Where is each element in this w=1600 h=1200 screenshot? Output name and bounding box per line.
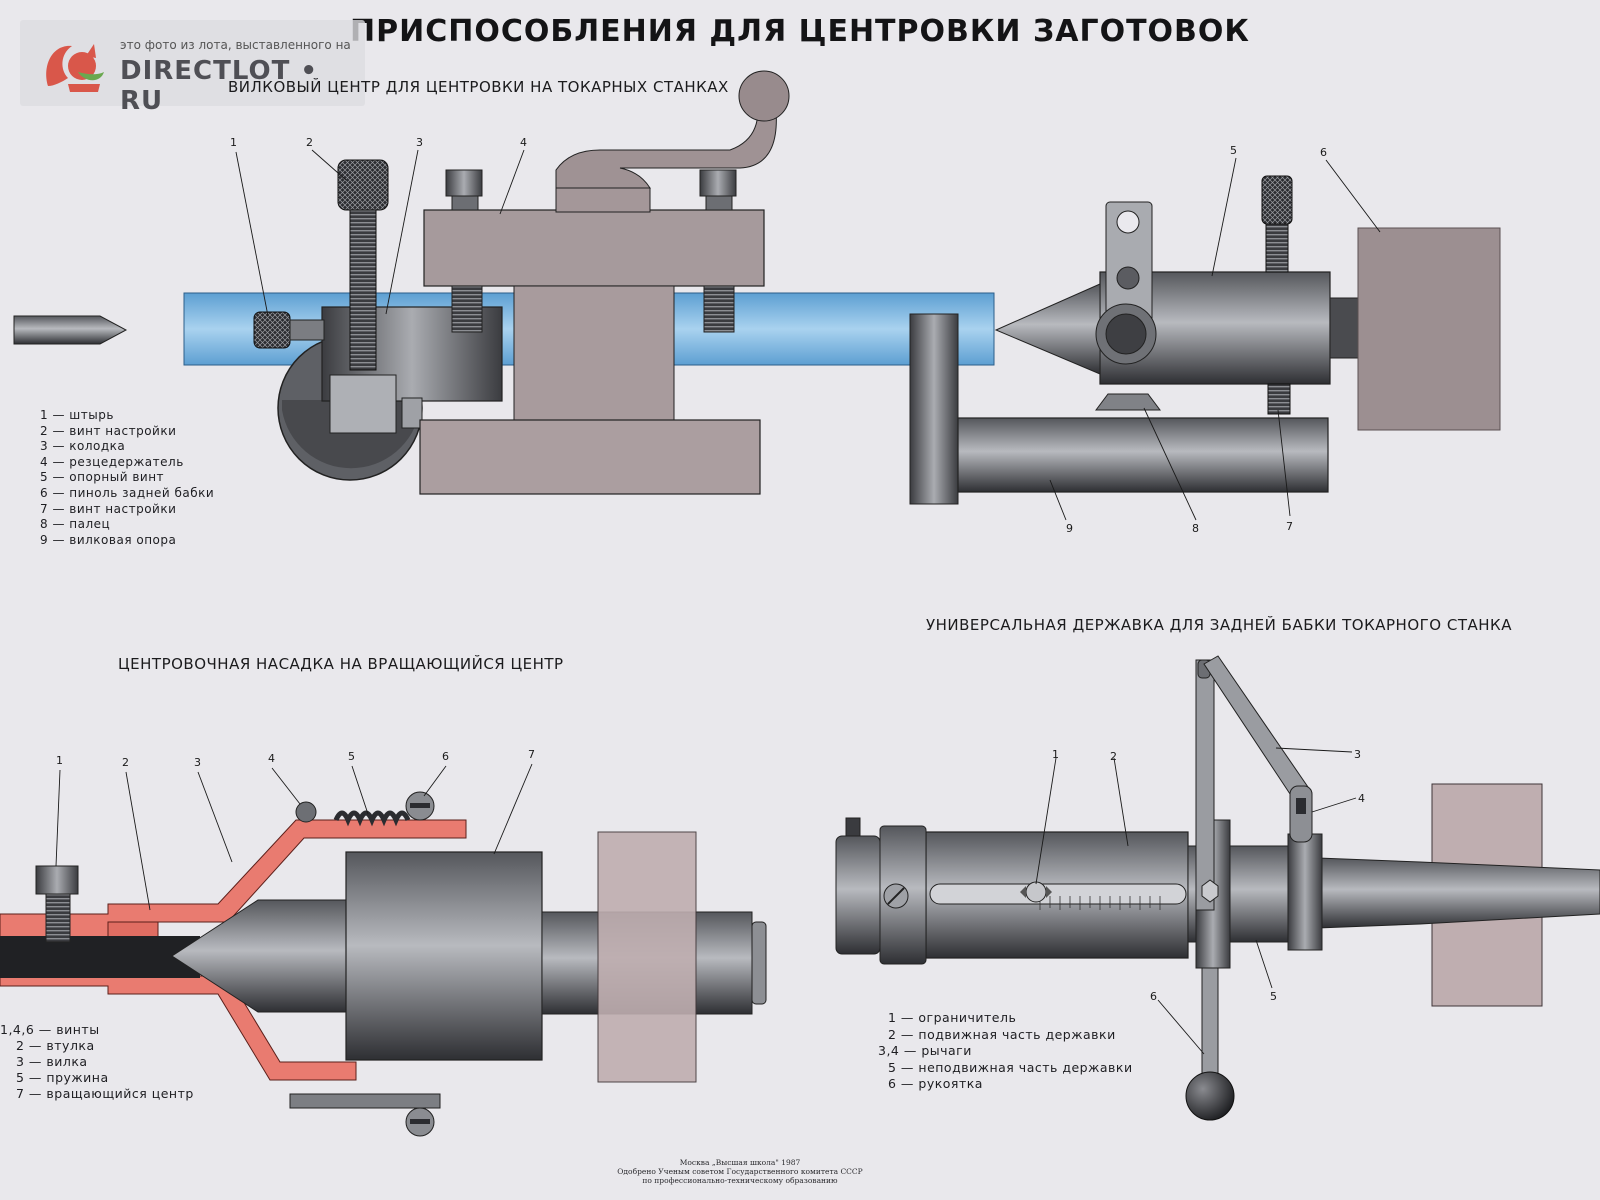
callout-number: 3 — [1354, 748, 1361, 761]
legend-item: 6 — пиноль задней бабки — [40, 485, 215, 500]
callout-number: 4 — [268, 752, 275, 765]
legend-item: 8 — палец — [40, 517, 111, 532]
callout-number: 6 — [1150, 990, 1157, 1003]
legend-item: 1 — ограничитель — [888, 1010, 1017, 1025]
callout-number: 7 — [1286, 520, 1293, 533]
legend-item: 1,4,6 — винты — [0, 1022, 100, 1037]
bolt-left — [445, 169, 483, 333]
callout-number: 6 — [442, 750, 449, 763]
legend-item: 3 — вилка — [16, 1054, 88, 1069]
callout-number: 6 — [1320, 146, 1327, 159]
squirrel-logo-icon — [46, 44, 104, 92]
imprint-line: по профессионально-техническому образова… — [642, 1176, 838, 1185]
callout-number: 4 — [520, 136, 527, 149]
section-title-fork-center: ВИЛКОВЫЙ ЦЕНТР ДЛЯ ЦЕНТРОВКИ НА ТОКАРНЫХ… — [228, 78, 729, 96]
legend-item: 7 — винт настройки — [40, 501, 177, 516]
legend-item: 5 — неподвижная часть державки — [888, 1059, 1133, 1075]
watermark-brand: DIRECTLOT • RU — [120, 56, 319, 116]
legend-item: 6 — рукоятка — [888, 1076, 983, 1091]
legend-centering-attachment: 1,4,6 — винты 2 — втулка 3 — вилка 5 — п… — [0, 1022, 194, 1102]
callout-number: 3 — [416, 136, 423, 149]
legend-fork-center: 1 — штырь 2 — винт настройки 3 — колодка… — [40, 408, 214, 548]
legend-item: 5 — опорный винт — [40, 470, 165, 485]
section-title-universal-holder: УНИВЕРСАЛЬНАЯ ДЕРЖАВКА ДЛЯ ЗАДНЕЙ БАБКИ … — [926, 616, 1512, 634]
callout-lines — [55, 763, 533, 911]
callout-number: 7 — [528, 748, 535, 761]
callout-numbers: 1 2 3 4 5 6 7 — [56, 748, 535, 769]
legend-item: 9 — вилковая опора — [40, 532, 177, 547]
callout-number: 2 — [122, 756, 129, 769]
callout-number: 2 — [1110, 750, 1117, 763]
publisher-imprint: Москва „Высшая школа" 1987 Одобрено Учен… — [560, 1158, 920, 1185]
callout-lines — [235, 149, 1381, 521]
section-title-centering-attachment: ЦЕНТРОВОЧНАЯ НАСАДКА НА ВРАЩАЮЩИЙСЯ ЦЕНТ… — [118, 655, 564, 673]
watermark-caption: это фото из лота, выставленного на — [120, 38, 351, 52]
callout-number: 1 — [1052, 748, 1059, 761]
callout-lines — [1035, 747, 1357, 1055]
callout-number: 5 — [1230, 144, 1237, 157]
bolt-right — [699, 169, 737, 333]
watermark: это фото из лота, выставленного на DIREC… — [20, 20, 365, 116]
legend-item: 2 — винт настройки — [40, 423, 177, 438]
callout-number: 1 — [230, 136, 237, 149]
callout-numbers: 1 2 3 4 5 6 — [1052, 748, 1365, 1003]
legend-item: 3 — колодка — [40, 439, 126, 454]
callout-number: 4 — [1358, 792, 1365, 805]
callout-number: 1 — [56, 754, 63, 767]
scale-ticks — [1039, 896, 1161, 910]
universal-holder-drawing: 1 2 3 4 5 6 — [835, 655, 1600, 1121]
legend-item: 7 — вращающийся центр — [16, 1086, 194, 1101]
legend-universal-holder: 1 — ограничитель 2 — подвижная часть дер… — [878, 1010, 1133, 1093]
imprint-line: Одобрено Ученым советом Государственного… — [617, 1167, 863, 1176]
legend-item: 5 — пружина — [16, 1070, 109, 1085]
poster-title: ПРИСПОСОБЛЕНИЯ ДЛЯ ЦЕНТРОВКИ ЗАГОТОВОК — [350, 14, 1250, 49]
fork-center-drawing: 1 2 3 4 5 6 7 8 9 — [13, 70, 1501, 535]
callout-number: 5 — [348, 750, 355, 763]
imprint-line: Москва „Высшая школа" 1987 — [679, 1158, 801, 1167]
callout-numbers: 1 2 3 4 5 6 7 8 9 — [230, 136, 1327, 535]
callout-number: 8 — [1192, 522, 1199, 535]
callout-number: 2 — [306, 136, 313, 149]
legend-item: 4 — резцедержатель — [40, 454, 184, 469]
centering-attachment-drawing: 1 2 3 4 5 6 7 — [0, 748, 767, 1137]
callout-number: 5 — [1270, 990, 1277, 1003]
legend-item: 2 — подвижная часть державки — [888, 1026, 1116, 1042]
legend-item: 2 — втулка — [16, 1038, 95, 1053]
legend-item: 1 — штырь — [40, 408, 114, 422]
callout-number: 3 — [194, 756, 201, 769]
callout-number: 9 — [1066, 522, 1073, 535]
legend-item: 3,4 — рычаги — [878, 1043, 972, 1058]
